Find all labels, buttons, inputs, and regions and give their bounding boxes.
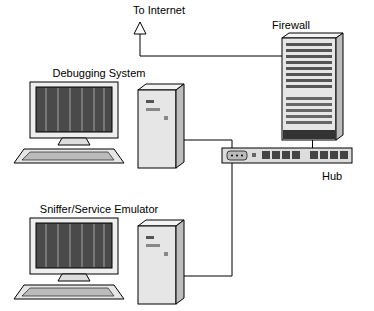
workstation-figure xyxy=(14,82,184,168)
internet-arrow xyxy=(134,22,146,34)
network-cable xyxy=(312,140,313,148)
firewall-figure xyxy=(286,121,332,124)
firewall-figure xyxy=(286,55,332,58)
firewall-figure xyxy=(336,33,343,140)
firewall-figure xyxy=(286,49,332,52)
network-cable xyxy=(184,140,232,148)
hub-figure xyxy=(262,151,270,159)
firewall-figure xyxy=(286,115,332,118)
firewall-figure xyxy=(286,73,332,76)
hub-figure xyxy=(330,151,338,159)
firewall-figure xyxy=(286,67,332,70)
firewall-figure xyxy=(282,38,336,140)
node-label: Sniffer/Service Emulator xyxy=(14,203,184,216)
node-label: Hub xyxy=(322,170,342,183)
internet-arrow xyxy=(134,22,282,56)
internet-arrow xyxy=(140,34,282,56)
firewall-figure xyxy=(286,85,332,88)
hub-figure xyxy=(222,148,352,163)
firewall-figure xyxy=(286,97,332,100)
hub-figure xyxy=(282,151,290,159)
workstation: Debugging System xyxy=(14,82,184,168)
hub-figure xyxy=(236,155,238,157)
hub-figure xyxy=(222,148,352,163)
hub-figure xyxy=(252,153,256,157)
hub-device: Hub xyxy=(222,148,352,163)
hub-figure xyxy=(292,151,300,159)
destination-label: To Internet xyxy=(133,4,185,17)
firewall-figure xyxy=(282,33,343,38)
hub-figure xyxy=(231,155,233,157)
firewall-figure xyxy=(286,61,332,64)
network-cable xyxy=(184,163,232,276)
hub-figure xyxy=(340,151,348,159)
workstation-figure xyxy=(14,218,184,304)
firewall-figure xyxy=(286,109,332,112)
workstation: Sniffer/Service Emulator xyxy=(14,218,184,304)
node-label: Debugging System xyxy=(14,67,184,80)
hub-figure xyxy=(272,151,280,159)
firewall-figure xyxy=(286,79,332,82)
firewall-figure xyxy=(282,33,343,140)
hub-figure xyxy=(310,151,318,159)
hub-figure xyxy=(227,151,247,160)
firewall-figure xyxy=(283,130,335,139)
node-label: Firewall xyxy=(272,19,310,32)
firewall-figure xyxy=(286,103,332,106)
firewall-figure xyxy=(286,43,332,46)
hub-figure xyxy=(241,155,243,157)
firewall-tower: Firewall xyxy=(282,33,343,140)
hub-figure xyxy=(320,151,328,159)
